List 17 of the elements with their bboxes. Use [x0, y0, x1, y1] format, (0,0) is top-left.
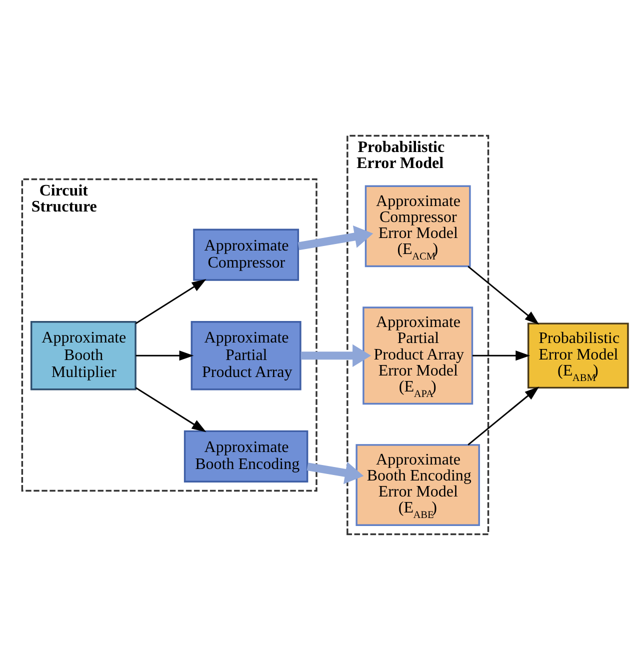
- arrow: [300, 344, 372, 367]
- node-box: Approximate Compressor: [193, 228, 300, 281]
- node-box: Approximate Compressor Error Model (E$_{ACM}$): [364, 185, 471, 268]
- node-box: Probabilistic Error Model (E$_{ABM}$): [527, 322, 629, 389]
- arrow: [306, 462, 364, 484]
- arrow: [298, 225, 374, 250]
- node-box: Approximate Partial Product Array Error Model (E$_{APA}$): [362, 306, 474, 405]
- node-box: Approximate Booth Multiplier: [30, 320, 136, 390]
- node-box: Approximate Booth Encoding: [184, 430, 308, 482]
- node-box: Approximate Partial Product Array: [190, 320, 302, 390]
- arrow: [135, 387, 206, 432]
- arrow: [472, 350, 530, 361]
- arrow: [135, 279, 206, 324]
- arrow: [468, 386, 540, 446]
- arrow: [468, 266, 540, 325]
- arrow: [136, 350, 194, 361]
- node-box: Approximate Booth Encoding Error Model (E$_{ABE}$): [356, 444, 480, 526]
